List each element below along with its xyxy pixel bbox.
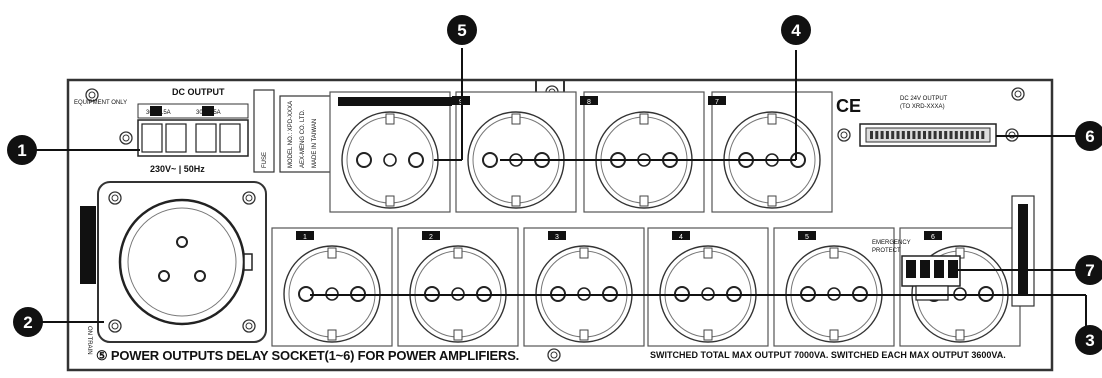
callout-number: 2	[23, 313, 32, 332]
screw-icon	[108, 319, 122, 333]
dc-output-terminal: DC OUTPUT 30V 1.5A 30V 1.5A 230V~ | 50Hz…	[74, 87, 249, 174]
callout-number: 1	[17, 141, 26, 160]
callout-marker: 3	[1075, 325, 1102, 355]
socket-number: 2	[429, 234, 433, 241]
screw-icon	[837, 128, 851, 142]
bottom-right-caption: SWITCHED TOTAL MAX OUTPUT 7000VA. SWITCH…	[650, 350, 1006, 360]
callout-number: 6	[1085, 127, 1094, 146]
callout-marker: 7	[1075, 255, 1102, 285]
model-plate: MODEL NO.: XPD-XXXA AEX-MENG CO. LTD. MA…	[253, 89, 333, 173]
top-socket-row: 9 8 7	[329, 91, 833, 213]
control-label-1: EMERGENCY	[872, 240, 911, 246]
bottom-left-caption: ⑤ POWER OUTPUTS DELAY SOCKET(1~6) FOR PO…	[96, 348, 520, 363]
callout-marker: 5	[447, 15, 477, 45]
mains-rating: 230V~ | 50Hz	[150, 164, 205, 174]
callout-marker: 6	[1075, 121, 1102, 151]
bottom-socket: 3	[523, 227, 645, 347]
socket-number: 4	[679, 234, 683, 241]
dc24v-label: DC 24V OUTPUT	[900, 96, 948, 102]
equipment-label: EQUIPMENT ONLY	[74, 100, 127, 106]
ce-mark: CE	[836, 96, 861, 116]
callout-marker: 4	[781, 15, 811, 45]
dc24v-sub: (TO XRD-XXXA)	[900, 104, 945, 110]
callout-number: 7	[1085, 261, 1094, 280]
screw-icon	[1011, 87, 1025, 101]
fuse-note: FUSE	[262, 152, 268, 168]
screw-icon	[242, 191, 256, 205]
socket-number: 3	[555, 234, 559, 241]
screw-icon	[547, 348, 561, 362]
top-socket: 7	[708, 91, 833, 213]
dc-24v-output: CE DC 24V OUTPUT (TO XRD-XXXA)	[836, 96, 997, 147]
made-in-label: MADE IN TAIWAN	[312, 119, 318, 168]
screw-icon	[119, 131, 133, 145]
model-label: MODEL NO.: XPD-XXXA	[288, 101, 294, 168]
bottom-socket: 4	[647, 227, 769, 347]
screw-icon	[242, 319, 256, 333]
control-label-2: PROTECT	[872, 248, 901, 254]
top-socket	[329, 91, 451, 213]
mains-inlet: ON TRAIN	[80, 181, 267, 355]
socket-number: 1	[303, 234, 307, 241]
top-socket: 9	[452, 91, 577, 213]
power-on-label: ON TRAIN	[86, 326, 92, 355]
callout-marker: 2	[13, 307, 43, 337]
top-socket: 8	[580, 91, 705, 213]
callout-markers: 1 2 3 4 5 6 7	[7, 15, 1102, 355]
callout-number: 5	[457, 21, 466, 40]
control-connector: EMERGENCY PROTECT	[872, 195, 1035, 307]
socket-number: 5	[805, 234, 809, 241]
callout-number: 4	[791, 21, 801, 40]
callout-marker: 1	[7, 135, 37, 165]
bottom-socket: 2	[397, 227, 519, 347]
socket-number: 6	[931, 234, 935, 241]
maker-label: AEX-MENG CO. LTD.	[300, 109, 306, 168]
bottom-socket: 5	[773, 227, 895, 347]
dc-output-label: DC OUTPUT	[172, 87, 225, 97]
callout-leaders	[22, 48, 1087, 340]
bottom-socket: 1	[271, 227, 393, 347]
screw-icon	[108, 191, 122, 205]
callout-number: 3	[1085, 331, 1094, 350]
socket-number: 7	[715, 99, 719, 106]
socket-number: 8	[587, 99, 591, 106]
unswitched-strip	[338, 97, 452, 106]
